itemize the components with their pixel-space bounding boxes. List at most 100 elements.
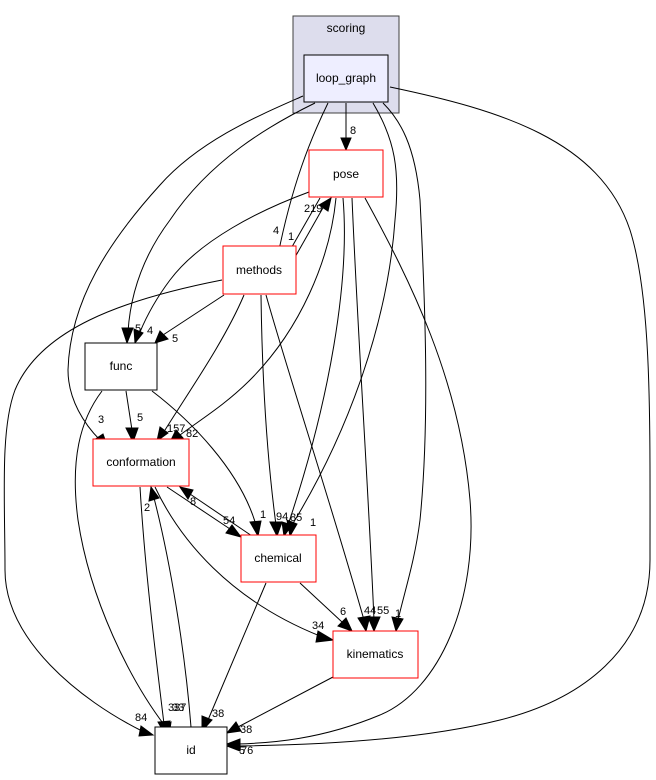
node-kinematics[interactable]: kinematics bbox=[332, 630, 419, 679]
edge-chemical-kinematics[interactable]: 6 bbox=[299, 582, 353, 632]
edge-label: 337 bbox=[168, 702, 186, 714]
arrowhead bbox=[225, 738, 241, 750]
edge-label: 4 bbox=[147, 325, 153, 337]
edge-label: 5 bbox=[137, 412, 143, 424]
edge-conformation-chemical[interactable]: 54 bbox=[166, 486, 243, 538]
node-label: func bbox=[110, 359, 133, 373]
edge-pose-id[interactable] bbox=[225, 197, 472, 750]
arrowhead bbox=[318, 196, 332, 212]
edge-label: 3 bbox=[98, 414, 104, 426]
edge-pose-chemical[interactable]: 85 bbox=[281, 197, 345, 538]
edge-loop_graph-id[interactable]: 5 bbox=[225, 86, 651, 757]
edge-label-pose-id: 76 bbox=[241, 745, 253, 757]
edge-methods-chemical[interactable]: 94 bbox=[260, 294, 288, 538]
edge-pose-func[interactable]: 4 bbox=[133, 191, 310, 345]
edge-pose-conformation[interactable]: 82 bbox=[169, 197, 337, 443]
edge-label: 38 bbox=[212, 708, 224, 720]
edge-label: 44 bbox=[364, 605, 376, 617]
node-box bbox=[308, 149, 384, 198]
edge-label: 5 bbox=[135, 323, 141, 335]
edge-func-chemical[interactable]: 1 bbox=[151, 390, 266, 538]
edge-conformation-id[interactable]: 337 bbox=[139, 486, 186, 738]
arrowhead bbox=[225, 721, 242, 734]
edge-label: 1 bbox=[288, 231, 294, 243]
edge-label: 5 bbox=[172, 333, 178, 345]
edge-label: 8 bbox=[350, 125, 356, 137]
arrowhead bbox=[154, 330, 169, 344]
edge-loop_graph-pose[interactable]: 8 bbox=[340, 103, 356, 152]
node-label: pose bbox=[333, 167, 359, 181]
edge-methods-kinematics[interactable]: 55 bbox=[265, 294, 389, 633]
edge-label: 85 bbox=[290, 512, 302, 524]
edge-label: 8 bbox=[190, 496, 196, 508]
edge-loop_graph-kinematics[interactable]: 1 bbox=[382, 102, 427, 633]
edge-label: 2 bbox=[144, 502, 150, 514]
arrowhead bbox=[337, 617, 353, 632]
arrowhead bbox=[225, 524, 243, 538]
node-loop_graph[interactable]: loop_graph bbox=[303, 54, 389, 103]
node-methods[interactable]: methods bbox=[222, 245, 297, 295]
edge-id-conformation[interactable]: 2 bbox=[144, 485, 192, 728]
arrowhead bbox=[156, 426, 169, 443]
node-chemical[interactable]: chemical bbox=[240, 534, 317, 583]
edge-chemical-id[interactable]: 38 bbox=[201, 582, 267, 733]
node-pose[interactable]: pose bbox=[308, 149, 384, 198]
edge-label: 1 bbox=[310, 517, 316, 529]
node-label: methods bbox=[236, 263, 282, 277]
edge-methods-id[interactable]: 84 bbox=[3, 279, 223, 737]
node-label: kinematics bbox=[347, 647, 404, 661]
node-box bbox=[222, 245, 297, 295]
node-label: id bbox=[186, 743, 195, 757]
arrowhead bbox=[121, 327, 134, 345]
edge-conformation-kinematics[interactable]: 34 bbox=[154, 486, 335, 643]
node-func[interactable]: func bbox=[84, 342, 158, 391]
edge-label: 38 bbox=[240, 724, 252, 736]
cluster-label: scoring bbox=[327, 21, 366, 35]
node-label: loop_graph bbox=[316, 71, 376, 85]
node-label: chemical bbox=[254, 551, 301, 565]
node-label: conformation bbox=[106, 455, 175, 469]
node-box bbox=[92, 438, 190, 487]
arrowhead bbox=[138, 725, 155, 737]
arrowhead bbox=[125, 427, 139, 444]
edge-label: 157 bbox=[167, 423, 185, 435]
edge-label: 5 bbox=[239, 745, 245, 757]
arrowhead bbox=[269, 521, 283, 538]
edge-label: 55 bbox=[377, 605, 389, 617]
edge-label: 219 bbox=[304, 203, 322, 215]
arrowhead bbox=[133, 328, 144, 345]
edge-chemical-conformation[interactable]: 8 bbox=[178, 486, 253, 537]
node-box bbox=[332, 630, 419, 679]
arrowhead bbox=[249, 520, 262, 538]
node-box bbox=[84, 342, 158, 391]
edge-label: 82 bbox=[186, 428, 198, 440]
arrowhead bbox=[367, 616, 381, 633]
edge-label: 1 bbox=[395, 608, 401, 620]
arrowhead bbox=[315, 630, 335, 643]
arrowhead bbox=[281, 521, 293, 538]
edge-label: 34 bbox=[312, 620, 324, 632]
node-box bbox=[240, 534, 317, 583]
edge-label: 94 bbox=[276, 511, 288, 523]
edge-methods-func[interactable]: 5 bbox=[154, 294, 225, 345]
arrowhead bbox=[178, 486, 194, 500]
edge-func-conformation[interactable]: 5 bbox=[125, 390, 143, 444]
edge-label: 84 bbox=[135, 712, 147, 724]
edge-label: 33 bbox=[172, 702, 184, 714]
arrowhead bbox=[340, 137, 352, 152]
edge-methods-conformation[interactable]: 157 bbox=[156, 294, 245, 443]
edge-label: 4 bbox=[273, 225, 279, 237]
node-conformation[interactable]: conformation bbox=[92, 438, 190, 487]
edge-kinematics-id[interactable]: 38 bbox=[225, 676, 334, 736]
edge-label: 6 bbox=[340, 606, 346, 618]
node-box bbox=[303, 54, 389, 103]
edge-loop_graph-func[interactable]: 5 bbox=[121, 102, 316, 345]
node-box bbox=[154, 726, 228, 775]
edge-pose-kinematics[interactable]: 44 bbox=[351, 197, 381, 633]
arrowhead bbox=[391, 616, 404, 633]
arrowhead bbox=[357, 615, 371, 633]
node-id[interactable]: id bbox=[154, 726, 228, 775]
arrowhead bbox=[148, 485, 160, 502]
edge-label: 1 bbox=[260, 509, 266, 521]
